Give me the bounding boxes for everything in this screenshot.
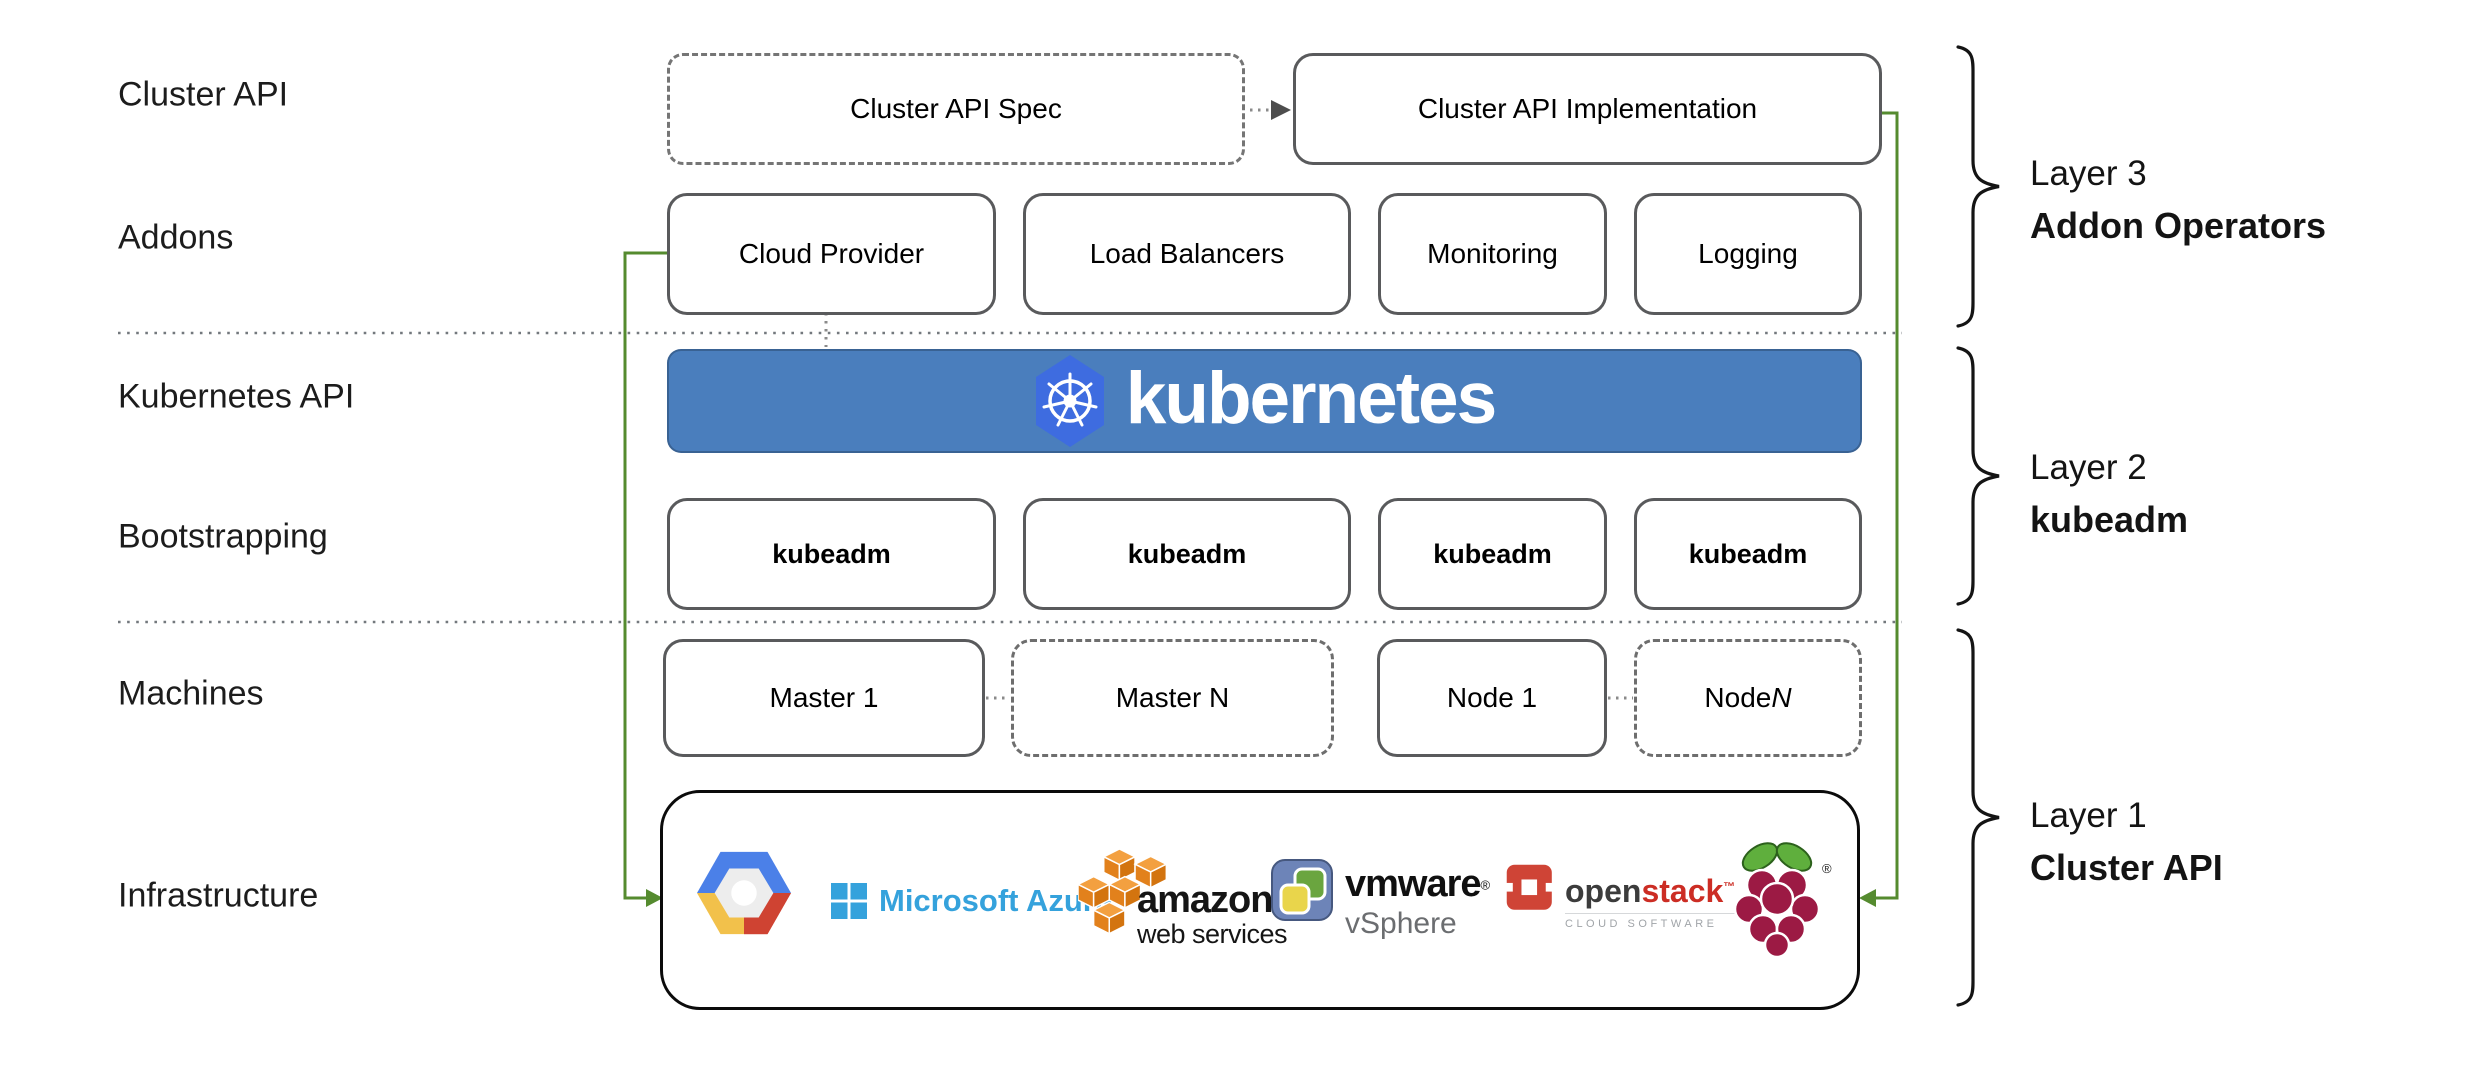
openstack-text-open: open (1565, 873, 1642, 909)
cluster-api-implementation-box: Cluster API Implementation (1293, 53, 1882, 165)
kubernetes-wordmark: kubernetes (1125, 357, 1497, 439)
row-label-kubernetes-api: Kubernetes API (118, 377, 355, 416)
kubeadm-box-1: kubeadm (667, 498, 996, 610)
layer-subtitle: kubeadm (2030, 499, 2189, 540)
layer-title: Layer 2 (2030, 448, 2147, 487)
layer-brace-3 (1956, 45, 2000, 328)
vmware-text-vsphere: vSphere (1345, 907, 1457, 940)
green-arrowhead-right-icon (1859, 889, 1876, 907)
kubeadm-box-3: kubeadm (1378, 498, 1607, 610)
green-connector-right (1876, 111, 1899, 900)
google-cloud-logo-icon (697, 851, 791, 935)
green-connector-left (623, 251, 667, 900)
layer-label-layer-2: Layer 2 kubeadm (2030, 442, 2480, 546)
layer-subtitle: Cluster API (2030, 847, 2223, 888)
infrastructure-box: Microsoft Azure amazon web services vmwa… (660, 790, 1860, 1010)
layer-label-layer-3: Layer 3 Addon Operators (2030, 148, 2480, 252)
raspberry-pi-logo-icon: ® (1725, 839, 1833, 963)
machine-box-master-n: Master N (1011, 639, 1334, 757)
vmware-registered-mark: ® (1480, 877, 1491, 893)
windows-flag-icon (831, 883, 867, 919)
aws-logo (1078, 849, 1170, 941)
addon-box-load-balancers: Load Balancers (1023, 193, 1351, 315)
machine-box-node-1: Node 1 (1377, 639, 1607, 757)
aws-text-amazon: amazon (1137, 879, 1273, 921)
aws-cubes-icon (1078, 849, 1168, 935)
vmware-logo-icon (1271, 859, 1333, 921)
cluster-api-spec-box: Cluster API Spec (667, 53, 1245, 165)
row-label-bootstrapping: Bootstrapping (118, 517, 328, 556)
row-label-machines: Machines (118, 674, 264, 713)
kubeadm-box-2: kubeadm (1023, 498, 1351, 610)
layer-title: Layer 3 (2030, 154, 2147, 193)
openstack-logo-icon (1505, 863, 1557, 915)
kubernetes-logo-icon (1035, 355, 1104, 447)
machine-box-node-n: Node N (1634, 639, 1862, 757)
layer-title: Layer 1 (2030, 796, 2147, 835)
row-label-infrastructure: Infrastructure (118, 876, 319, 915)
openstack-logo-text: openstack™ CLOUD SOFTWARE (1565, 873, 1736, 930)
vmware-logo-text: vmware® vSphere (1345, 865, 1490, 939)
spec-to-impl-arrowhead-icon (1271, 100, 1291, 120)
addon-box-cloud-provider: Cloud Provider (667, 193, 996, 315)
aws-logo-text: amazon web services (1137, 879, 1288, 949)
addon-box-monitoring: Monitoring (1378, 193, 1607, 315)
kubeadm-box-4: kubeadm (1634, 498, 1862, 610)
layer-subtitle: Addon Operators (2030, 205, 2327, 246)
row-label-cluster-api: Cluster API (118, 75, 289, 114)
aws-text-webservices: web services (1137, 919, 1288, 949)
vmware-text-vmware: vmware (1345, 863, 1482, 905)
microsoft-azure-logo: Microsoft Azure (831, 883, 1112, 919)
openstack-trademark: ™ (1723, 879, 1736, 894)
openstack-text-cloudsoftware: CLOUD SOFTWARE (1565, 913, 1736, 930)
rpi-registered-mark: ® (1822, 861, 1832, 876)
layer-brace-1 (1956, 628, 2000, 1007)
azure-logo-text: Microsoft Azure (879, 883, 1113, 918)
kubernetes-banner: kubernetes (667, 349, 1862, 453)
addon-box-logging: Logging (1634, 193, 1862, 315)
openstack-text-stack: stack (1641, 873, 1724, 909)
layer-brace-2 (1956, 346, 2000, 606)
row-label-addons: Addons (118, 218, 234, 257)
layer-label-layer-1: Layer 1 Cluster API (2030, 790, 2480, 894)
machine-box-master-1: Master 1 (663, 639, 985, 757)
